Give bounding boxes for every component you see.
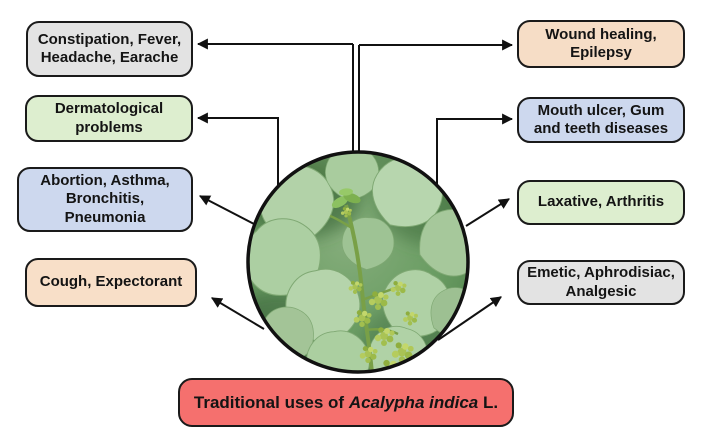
plant-photo xyxy=(246,150,470,374)
title-banner: Traditional uses of Acalypha indica L. xyxy=(178,378,514,427)
arrow-emetic xyxy=(437,296,502,341)
use-box-wound-healing: Wound healing, Epilepsy xyxy=(517,20,685,68)
use-box-mouth-ulcer: Mouth ulcer, Gum and teeth diseases xyxy=(517,97,685,143)
arrow-cough xyxy=(211,297,265,330)
plant-sprout xyxy=(331,188,361,208)
connector-lines xyxy=(196,38,514,341)
title-text-prefix: Traditional uses of xyxy=(193,392,349,412)
use-box-abortion: Abortion, Asthma, Bronchitis, Pneumonia xyxy=(17,167,193,232)
arrow-abortion xyxy=(199,195,259,227)
use-box-emetic: Emetic, Aphrodisiac, Analgesic xyxy=(517,260,685,305)
plant-stem xyxy=(329,204,399,371)
use-box-laxative: Laxative, Arthritis xyxy=(517,180,685,225)
title-species-name: Acalypha indica xyxy=(348,392,479,412)
use-box-constipation: Constipation, Fever, Headache, Earache xyxy=(26,21,193,77)
use-box-dermatological: Dermatological problems xyxy=(25,95,193,142)
arrow-laxative xyxy=(465,198,510,227)
arrow-dermatological xyxy=(196,112,279,187)
plant-image-circle-border xyxy=(246,150,470,374)
arrow-mouth-ulcer xyxy=(436,113,514,186)
use-box-cough: Cough, Expectorant xyxy=(25,258,197,307)
title-text-suffix: L. xyxy=(478,392,499,412)
